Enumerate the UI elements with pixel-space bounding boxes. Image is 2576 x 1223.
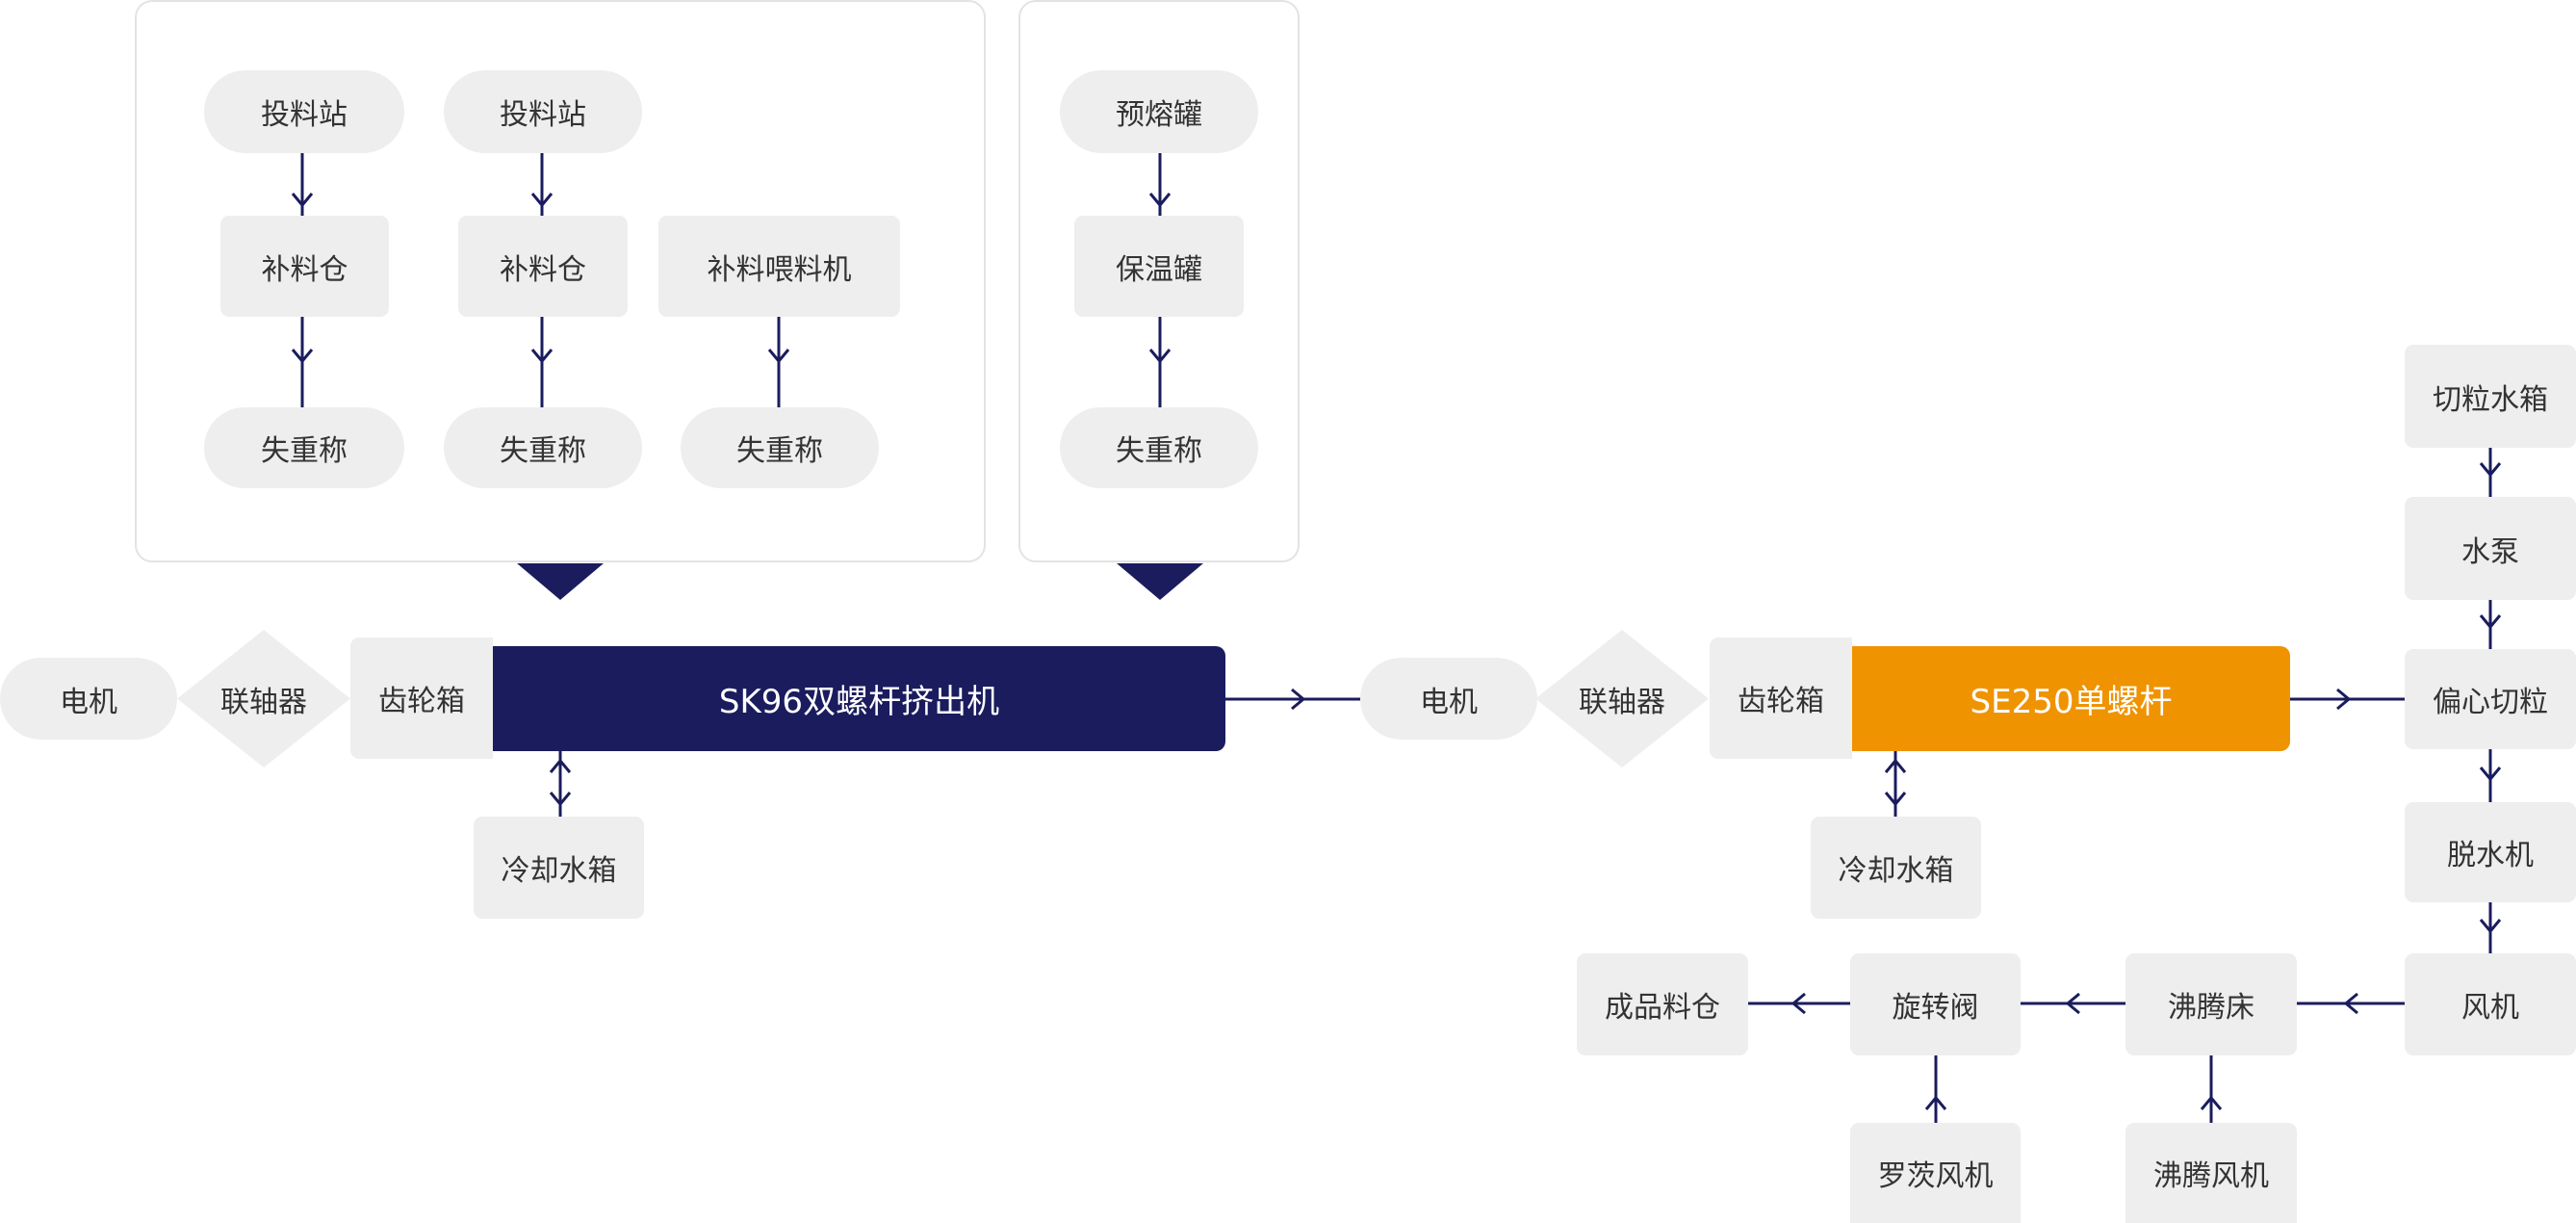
gearbox-2[interactable]: 齿轮箱 [1710, 638, 1852, 759]
single-screw-extruder[interactable]: SE250单螺杆 [1852, 646, 2290, 751]
roots-blower[interactable]: 罗茨风机 [1850, 1123, 2021, 1223]
arrow-down-icon [767, 349, 790, 364]
feed-station-2[interactable]: 投料站 [444, 70, 642, 153]
motor-2[interactable]: 电机 [1360, 658, 1537, 740]
pelletizer-water-tank[interactable]: 切粒水箱 [2405, 345, 2576, 448]
feed-station-1[interactable]: 投料站 [204, 70, 404, 153]
loss-in-weight-scale-1[interactable]: 失重称 [204, 407, 404, 488]
arrow-down-icon [1148, 193, 1172, 208]
arrow-down-icon [549, 792, 572, 807]
arrow-down-icon [2479, 462, 2502, 478]
arrow-down-icon [291, 193, 314, 208]
arrow-left-icon [2065, 992, 2080, 1015]
arrow-down-icon [1148, 349, 1172, 364]
arrow-down-icon [530, 193, 554, 208]
twin-screw-extruder[interactable]: SK96双螺杆挤出机 [493, 646, 1225, 751]
cooling-water-tank-1[interactable]: 冷却水箱 [474, 817, 644, 919]
refill-bin-2[interactable]: 补料仓 [458, 216, 628, 317]
arrow-right-icon [1291, 688, 1306, 711]
gearbox-1[interactable]: 齿轮箱 [350, 638, 493, 759]
cooling-water-tank-2[interactable]: 冷却水箱 [1811, 817, 1981, 919]
loss-in-weight-scale-2[interactable]: 失重称 [444, 407, 642, 488]
arrow-down-icon [291, 349, 314, 364]
refill-feeder[interactable]: 补料喂料机 [658, 216, 900, 317]
feed-arrow-icon [1117, 563, 1203, 600]
fluid-bed-fan[interactable]: 沸腾风机 [2125, 1123, 2297, 1223]
arrow-right-icon [2336, 688, 2352, 711]
premelt-tank[interactable]: 预熔罐 [1060, 70, 1258, 153]
coupling-2[interactable]: 联轴器 [1535, 630, 1709, 768]
water-pump[interactable]: 水泵 [2405, 497, 2576, 600]
rotary-valve[interactable]: 旋转阀 [1850, 953, 2021, 1055]
arrow-down-icon [2479, 919, 2502, 934]
arrow-down-icon [530, 349, 554, 364]
arrow-up-icon [2200, 1095, 2223, 1110]
arrow-up-icon [549, 758, 572, 773]
holding-tank[interactable]: 保温罐 [1074, 216, 1244, 317]
arrow-up-icon [1884, 758, 1907, 773]
arrow-left-icon [2343, 992, 2358, 1015]
arrow-down-icon [2479, 614, 2502, 630]
arrow-down-icon [1884, 792, 1907, 807]
fan[interactable]: 风机 [2405, 953, 2576, 1055]
diamond-shape [177, 630, 350, 768]
arrow-up-icon [1924, 1095, 1947, 1110]
arrow-left-icon [1790, 992, 1806, 1015]
product-bin[interactable]: 成品料仓 [1577, 953, 1748, 1055]
diamond-shape [1535, 630, 1709, 768]
motor-1[interactable]: 电机 [0, 658, 177, 740]
fluid-bed[interactable]: 沸腾床 [2125, 953, 2297, 1055]
dewatering-machine[interactable]: 脱水机 [2405, 802, 2576, 902]
arrow-down-icon [2479, 767, 2502, 782]
feed-arrow-icon [517, 563, 604, 600]
eccentric-pelletizer[interactable]: 偏心切粒 [2405, 649, 2576, 749]
coupling-1[interactable]: 联轴器 [177, 630, 350, 768]
refill-bin-1[interactable]: 补料仓 [220, 216, 389, 317]
loss-in-weight-scale-3[interactable]: 失重称 [681, 407, 879, 488]
loss-in-weight-scale-4[interactable]: 失重称 [1060, 407, 1258, 488]
